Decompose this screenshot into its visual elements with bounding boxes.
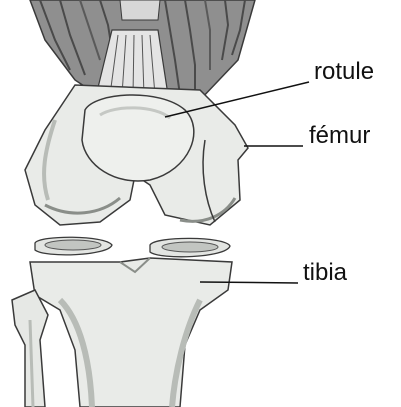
label-tibia: tibia xyxy=(303,261,347,285)
leader-line-tibia xyxy=(200,282,298,283)
label-rotule: rotule xyxy=(314,60,374,84)
tibia-bone xyxy=(30,258,232,407)
label-femur: fémur xyxy=(309,124,370,148)
meniscus xyxy=(35,237,230,257)
fibula-bone xyxy=(12,290,48,407)
